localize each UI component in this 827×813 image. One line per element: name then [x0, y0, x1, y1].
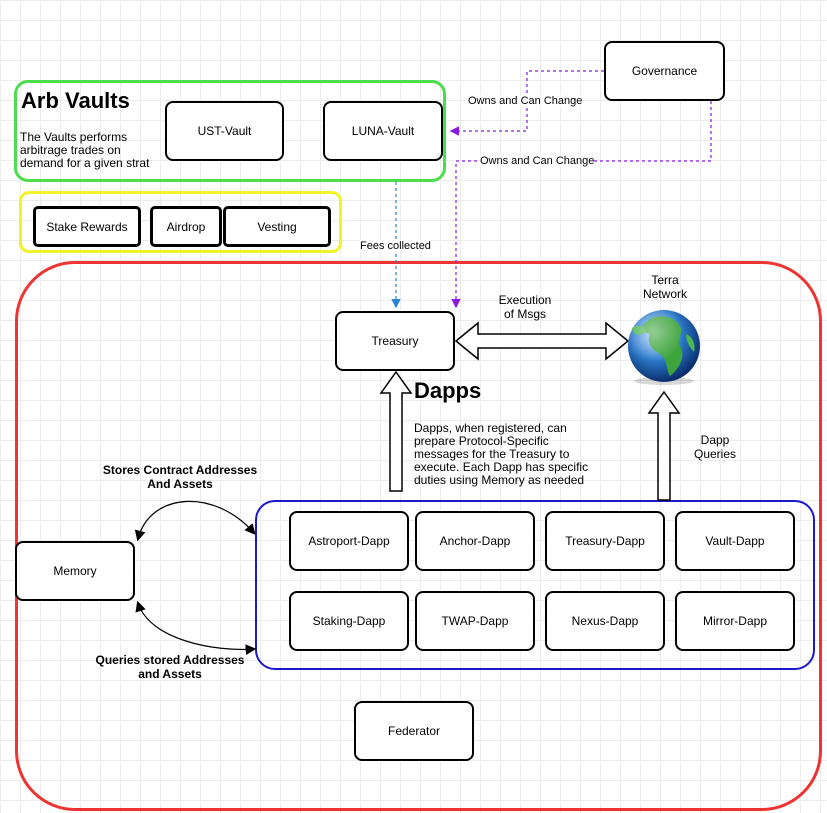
globe-icon [628, 310, 700, 385]
queries-stored-label: Queries stored Addresses and Assets [95, 653, 245, 681]
memory-node[interactable]: Memory [15, 541, 135, 601]
arb-vaults-group [14, 80, 446, 182]
treasury-node[interactable]: Treasury [335, 311, 455, 371]
stores-contract-label: Stores Contract Addresses And Assets [102, 463, 258, 491]
dapps-group [255, 500, 815, 670]
execution-double-arrow [454, 321, 630, 361]
execution-msgs-label: Execution of Msgs [498, 293, 552, 321]
queries-stored-arrow [135, 600, 257, 656]
governance-to-vault-arrow [449, 70, 604, 136]
stake-rewards-node[interactable]: Stake Rewards [33, 206, 141, 247]
stores-contract-arrow [134, 500, 256, 542]
dapp-node[interactable]: Treasury-Dapp [545, 511, 665, 571]
arb-vaults-title: Arb Vaults [21, 88, 130, 113]
vesting-node[interactable]: Vesting [223, 206, 331, 247]
dapps-to-treasury-arrow [379, 370, 413, 492]
luna-vault-node[interactable]: LUNA-Vault [323, 101, 443, 161]
dapp-node[interactable]: Anchor-Dapp [415, 511, 535, 571]
rewards-group [19, 191, 342, 253]
owns-change-label-1: Owns and Can Change [468, 95, 583, 107]
dapp-node[interactable]: Nexus-Dapp [545, 591, 665, 651]
dapp-node[interactable]: Staking-Dapp [289, 591, 409, 651]
arb-vaults-description: The Vaults performs arbitrage trades on … [20, 131, 150, 170]
main-system-group [15, 261, 822, 811]
dapps-to-terra-arrow [647, 390, 681, 501]
fees-collected-label: Fees collected [360, 240, 431, 252]
dapp-node[interactable]: TWAP-Dapp [415, 591, 535, 651]
dapp-node[interactable]: Vault-Dapp [675, 511, 795, 571]
federator-node[interactable]: Federator [354, 701, 474, 761]
dapps-title: Dapps [414, 378, 482, 403]
terra-network-label: Terra Network [642, 273, 687, 301]
dapp-node[interactable]: Astroport-Dapp [289, 511, 409, 571]
governance-node[interactable]: Governance [604, 41, 725, 101]
dapps-description: Dapps, when registered, can prepare Prot… [414, 421, 589, 487]
dapp-queries-label: Dapp Queries [693, 433, 737, 461]
airdrop-node[interactable]: Airdrop [150, 206, 222, 247]
ust-vault-node[interactable]: UST-Vault [165, 101, 284, 161]
owns-change-label-2: Owns and Can Change [480, 155, 595, 167]
dapp-node[interactable]: Mirror-Dapp [675, 591, 795, 651]
